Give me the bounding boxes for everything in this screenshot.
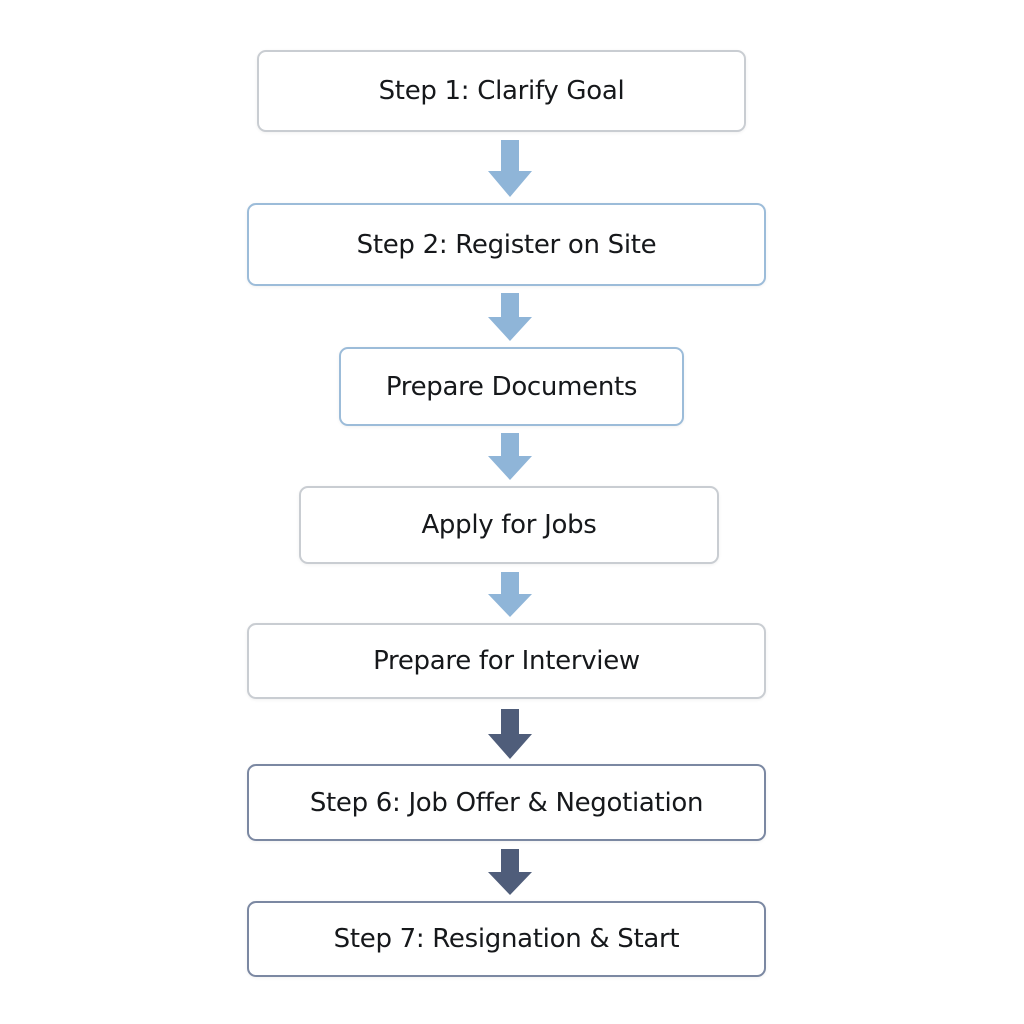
step-3-label: Prepare Documents [385, 371, 638, 402]
down-arrow-icon [488, 433, 532, 480]
down-arrow-icon [488, 140, 532, 197]
step-5-box: Prepare for Interview [247, 623, 766, 699]
step-2-label: Step 2: Register on Site [356, 229, 657, 260]
step-6-label: Step 6: Job Offer & Negotiation [309, 787, 704, 818]
step-3-box: Prepare Documents [339, 347, 684, 426]
step-4-box: Apply for Jobs [299, 486, 719, 564]
step-1-label: Step 1: Clarify Goal [378, 76, 625, 106]
step-6-box: Step 6: Job Offer & Negotiation [247, 764, 766, 841]
down-arrow-icon [488, 572, 532, 617]
step-5-label: Prepare for Interview [373, 646, 640, 676]
down-arrow-icon [488, 293, 532, 341]
step-7-label: Step 7: Resignation & Start [333, 924, 680, 954]
down-arrow-icon [488, 849, 532, 895]
step-1-box: Step 1: Clarify Goal [257, 50, 746, 132]
step-2-box: Step 2: Register on Site [247, 203, 766, 286]
step-4-label: Apply for Jobs [421, 510, 597, 540]
step-7-box: Step 7: Resignation & Start [247, 901, 766, 977]
down-arrow-icon [488, 709, 532, 759]
